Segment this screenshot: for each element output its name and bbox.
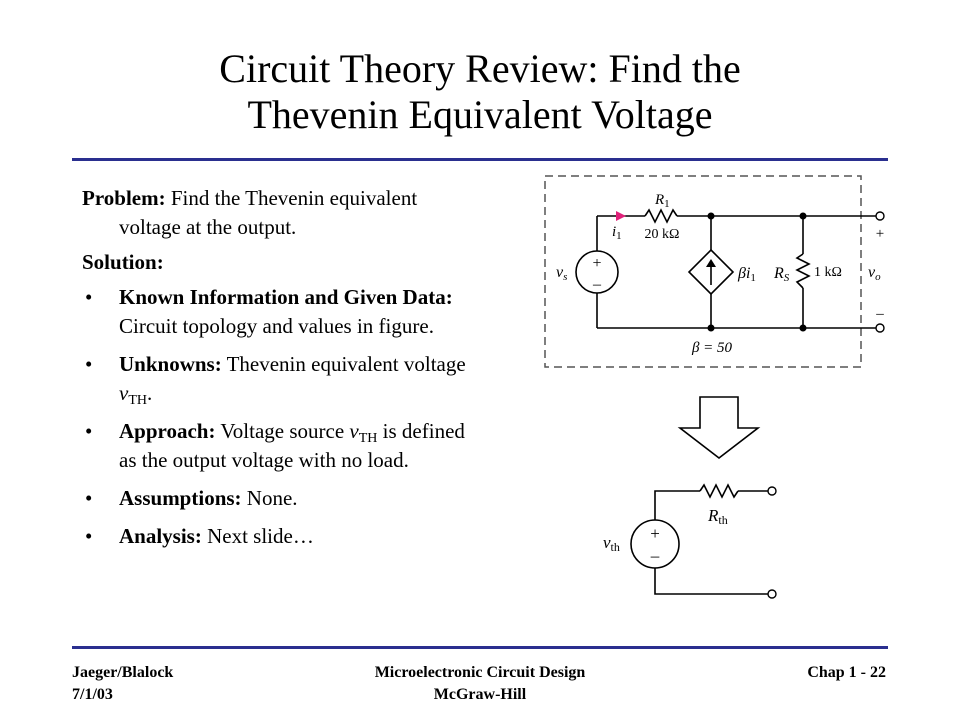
problem-statement: Problem: Find the Thevenin equivalent vo… <box>82 184 477 242</box>
approach-var: v <box>349 419 359 443</box>
bullet-unknowns: • Unknowns: Thevenin equivalent voltage v… <box>82 350 477 408</box>
vs-label: vs <box>556 264 567 283</box>
bullet-dot: • <box>85 352 93 376</box>
approach-label: Approach: <box>119 419 216 443</box>
i1-current-arrow-icon <box>616 211 626 221</box>
node-dot <box>799 324 807 332</box>
rth-label: Rth <box>707 506 728 527</box>
vth-label: vth <box>603 533 620 554</box>
unknowns-sub: TH <box>128 393 147 408</box>
vs-minus: – <box>592 276 602 293</box>
footer-page-number: Chap 1 - 22 <box>807 664 886 681</box>
title-line-1: Circuit Theory Review: Find the <box>219 46 741 91</box>
rth-resistor <box>699 483 739 499</box>
vo-minus: – <box>875 306 884 322</box>
title-divider <box>72 158 888 161</box>
rs-label: RS <box>773 265 790 284</box>
problem-label: Problem: <box>82 186 166 210</box>
node-dot <box>799 212 807 220</box>
known-label: Known Information and Given Data: <box>119 285 453 309</box>
approach-text-2: is defined as the output voltage with no… <box>119 419 465 472</box>
dep-source-label: βi1 <box>737 265 756 284</box>
node-dot <box>707 324 715 332</box>
unknowns-var: v <box>119 381 129 405</box>
vs-voltage-source-icon <box>575 250 619 294</box>
approach-sub: TH <box>358 431 378 446</box>
bullet-dot: • <box>85 524 93 548</box>
footer-authors: Jaeger/Blalock 7/1/03 <box>72 662 173 706</box>
node-dot <box>707 212 715 220</box>
output-terminal-top <box>875 211 885 221</box>
bullet-approach: • Approach: Voltage source vTH is defined… <box>82 417 477 475</box>
vo-label: vo <box>868 264 881 283</box>
solution-label: Solution: <box>82 250 164 274</box>
dep-arrow-head <box>706 259 716 267</box>
unknowns-text: Thevenin equivalent voltage <box>221 352 466 376</box>
analysis-label: Analysis: <box>119 524 202 548</box>
footer-date: 7/1/03 <box>72 686 113 703</box>
vth-top-lead <box>654 490 700 520</box>
vth-plus: + <box>650 524 660 543</box>
unknowns-label: Unknowns: <box>119 352 222 376</box>
thevenin-terminal-bottom <box>767 589 777 599</box>
dependent-current-source-icon <box>687 248 735 296</box>
r1-label: R1 <box>654 192 670 210</box>
assumptions-text: None. <box>241 486 298 510</box>
slide-body: Problem: Find the Thevenin equivalent vo… <box>82 184 477 560</box>
footer-divider <box>72 646 888 649</box>
r1-value: 20 kΩ <box>645 227 680 242</box>
bullet-dot: • <box>85 419 93 443</box>
beta-value-label: β = 50 <box>691 340 733 356</box>
known-text: Circuit topology and values in figure. <box>119 314 434 338</box>
bullet-dot: • <box>85 285 93 309</box>
assumptions-label: Assumptions: <box>119 486 242 510</box>
approach-text-1: Voltage source <box>215 419 350 443</box>
problem-text: Find the Thevenin equivalent voltage at … <box>119 186 418 239</box>
footer-authors-line: Jaeger/Blalock <box>72 664 174 681</box>
footer-publisher: McGraw-Hill <box>433 686 527 703</box>
r1-resistor <box>644 208 678 224</box>
footer-book: Microelectronic Circuit Design McGraw-Hi… <box>340 662 620 706</box>
i1-label: i1 <box>612 224 622 242</box>
down-arrow-icon <box>677 396 761 460</box>
solution-bullets: • Known Information and Given Data: Circu… <box>82 283 477 551</box>
analysis-text: Next slide… <box>201 524 314 548</box>
output-terminal-bottom <box>875 323 885 333</box>
bullet-analysis: • Analysis: Next slide… <box>82 522 477 551</box>
rs-value: 1 kΩ <box>814 265 842 280</box>
vth-minus: – <box>650 546 660 565</box>
bullet-dot: • <box>85 486 93 510</box>
circuit-dashed-boundary <box>544 175 862 368</box>
vo-plus: + <box>876 226 884 242</box>
title-line-2: Thevenin Equivalent Voltage <box>247 92 713 137</box>
footer-book-title: Microelectronic Circuit Design <box>374 664 586 681</box>
bullet-assumptions: • Assumptions: None. <box>82 484 477 513</box>
bullet-known-information: • Known Information and Given Data: Circu… <box>82 283 477 341</box>
solution-heading: Solution: <box>82 248 477 277</box>
vs-plus: + <box>592 255 601 272</box>
rs-resistor <box>795 253 811 289</box>
unknowns-end: . <box>147 381 153 405</box>
slide-title: Circuit Theory Review: Find the Thevenin… <box>0 46 960 138</box>
vth-voltage-source-icon <box>630 519 680 569</box>
vth-bottom-lead <box>654 568 768 595</box>
thevenin-terminal-top <box>767 486 777 496</box>
